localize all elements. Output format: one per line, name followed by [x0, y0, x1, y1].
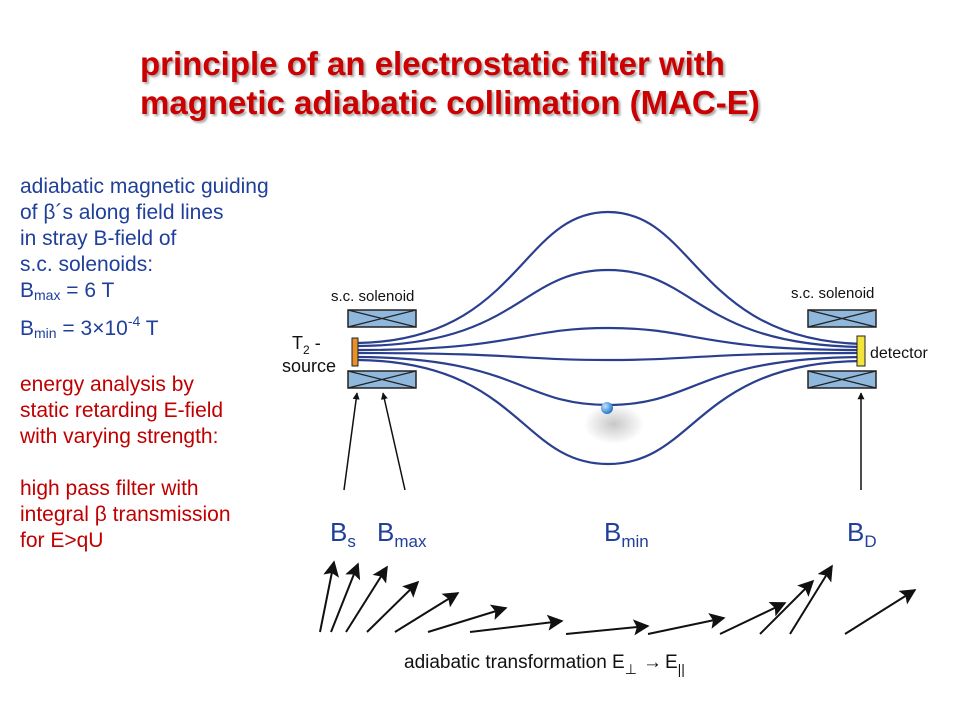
energy-line-3: with varying strength: [20, 425, 219, 448]
title-line-2: magnetic adiabatic collimation (MAC-E) [140, 84, 760, 121]
title-line-1: principle of an electrostatic filter wit… [140, 45, 725, 82]
momentum-arrow-6 [427, 604, 508, 633]
guiding-line-2: of β´s along field lines [20, 200, 350, 226]
momentum-arrow-7 [469, 614, 564, 633]
guiding-line-2-pre: of [20, 201, 44, 224]
filter-line-3: for E>qU [20, 529, 104, 552]
solenoid-right [807, 309, 877, 389]
guiding-section: adiabatic magnetic guiding of β´s along … [20, 174, 350, 346]
detector-label: detector [870, 345, 928, 362]
energy-line-1: energy analysis by [20, 373, 194, 396]
filter-line-2: integral β transmission [20, 502, 350, 528]
label-b-max: Bmax [377, 517, 427, 551]
bmax-value: = 6 T [60, 279, 115, 302]
source-dash: - [310, 333, 321, 353]
filter-line-2-post: transmission [106, 503, 231, 526]
energy-section: energy analysis by static retarding E-fi… [20, 372, 350, 450]
beta-symbol-2: β [94, 503, 107, 526]
source-label-line-2: source [282, 356, 336, 376]
momentum-arrow-1 [319, 560, 340, 633]
guiding-line-3: in stray B-field of [20, 227, 177, 250]
bmin-line: Bmin = 3×10-4 T [20, 308, 350, 346]
electron-glow [584, 404, 644, 444]
field-line-3 [357, 326, 863, 352]
source-sub: 2 [303, 343, 310, 357]
source-block [351, 337, 359, 367]
guiding-line-4: s.c. solenoids: [20, 253, 154, 276]
pointer-source [343, 392, 360, 491]
label-b-d: BD [847, 517, 877, 551]
filter-line-1: high pass filter with [20, 477, 199, 500]
solenoid-left-label: s.c. solenoid [331, 288, 414, 305]
transformation-arrow: → [643, 652, 662, 673]
guiding-line-1: adiabatic magnetic guiding [20, 175, 269, 198]
filter-section: high pass filter with integral β transmi… [20, 476, 350, 554]
momentum-arrow-5 [394, 592, 460, 633]
bmin-value-pre: = 3×10 [56, 317, 128, 340]
field-line-4 [357, 351, 863, 362]
transformation-par: || [678, 661, 685, 677]
description-text: adiabatic magnetic guiding of β´s along … [20, 174, 350, 554]
page-title: principle of an electrostatic filter wit… [140, 44, 940, 122]
filter-line-2-pre: integral [20, 503, 95, 526]
momentum-arrow-8 [565, 619, 650, 636]
field-line-5 [357, 355, 863, 407]
momentum-arrow-12 [789, 564, 833, 635]
field-line-6 [357, 358, 863, 466]
momentum-arrow-10 [719, 601, 787, 635]
momentum-arrow-11 [759, 579, 815, 635]
momentum-arrow-9 [647, 613, 726, 635]
electron-icon [601, 402, 613, 414]
guiding-line-2-post: ´s along field lines [55, 201, 224, 224]
transformation-label: adiabatic transformation E⊥ →E|| [404, 652, 685, 677]
field-lines [357, 210, 863, 466]
bmin-value-post: T [140, 317, 159, 340]
label-b-s: Bs [330, 517, 356, 551]
bmax-base: B [20, 279, 35, 302]
momentum-arrows [319, 560, 917, 636]
detector-block [856, 335, 866, 367]
transformation-perp: ⊥ [625, 661, 637, 677]
solenoid-right-label: s.c. solenoid [791, 285, 874, 302]
beta-symbol: β [43, 201, 56, 224]
solenoid-left [347, 309, 417, 389]
energy-line-2: static retarding E-field [20, 399, 224, 422]
transformation-text: adiabatic transformation E [404, 652, 625, 673]
momentum-arrow-2 [330, 562, 361, 633]
bmin-base: B [20, 317, 35, 340]
bmin-sub: min [34, 325, 57, 341]
pointer-bmax [380, 392, 406, 491]
pointer-lines [343, 392, 865, 491]
transformation-e: E [665, 652, 678, 673]
field-line-1 [357, 210, 863, 346]
source-label-line-1: T2 - [292, 333, 321, 357]
source-t: T [292, 333, 303, 353]
momentum-arrow-13 [844, 589, 917, 635]
bmin-exponent: -4 [127, 313, 141, 329]
bmax-line: Bmax = 6 T [20, 278, 350, 308]
field-line-2 [357, 268, 863, 349]
field-strength-labels: Bs Bmax Bmin BD [330, 517, 877, 551]
bmax-sub: max [34, 287, 61, 303]
label-b-min: Bmin [604, 517, 649, 551]
momentum-arrow-3 [345, 565, 388, 633]
momentum-arrow-4 [366, 580, 420, 633]
